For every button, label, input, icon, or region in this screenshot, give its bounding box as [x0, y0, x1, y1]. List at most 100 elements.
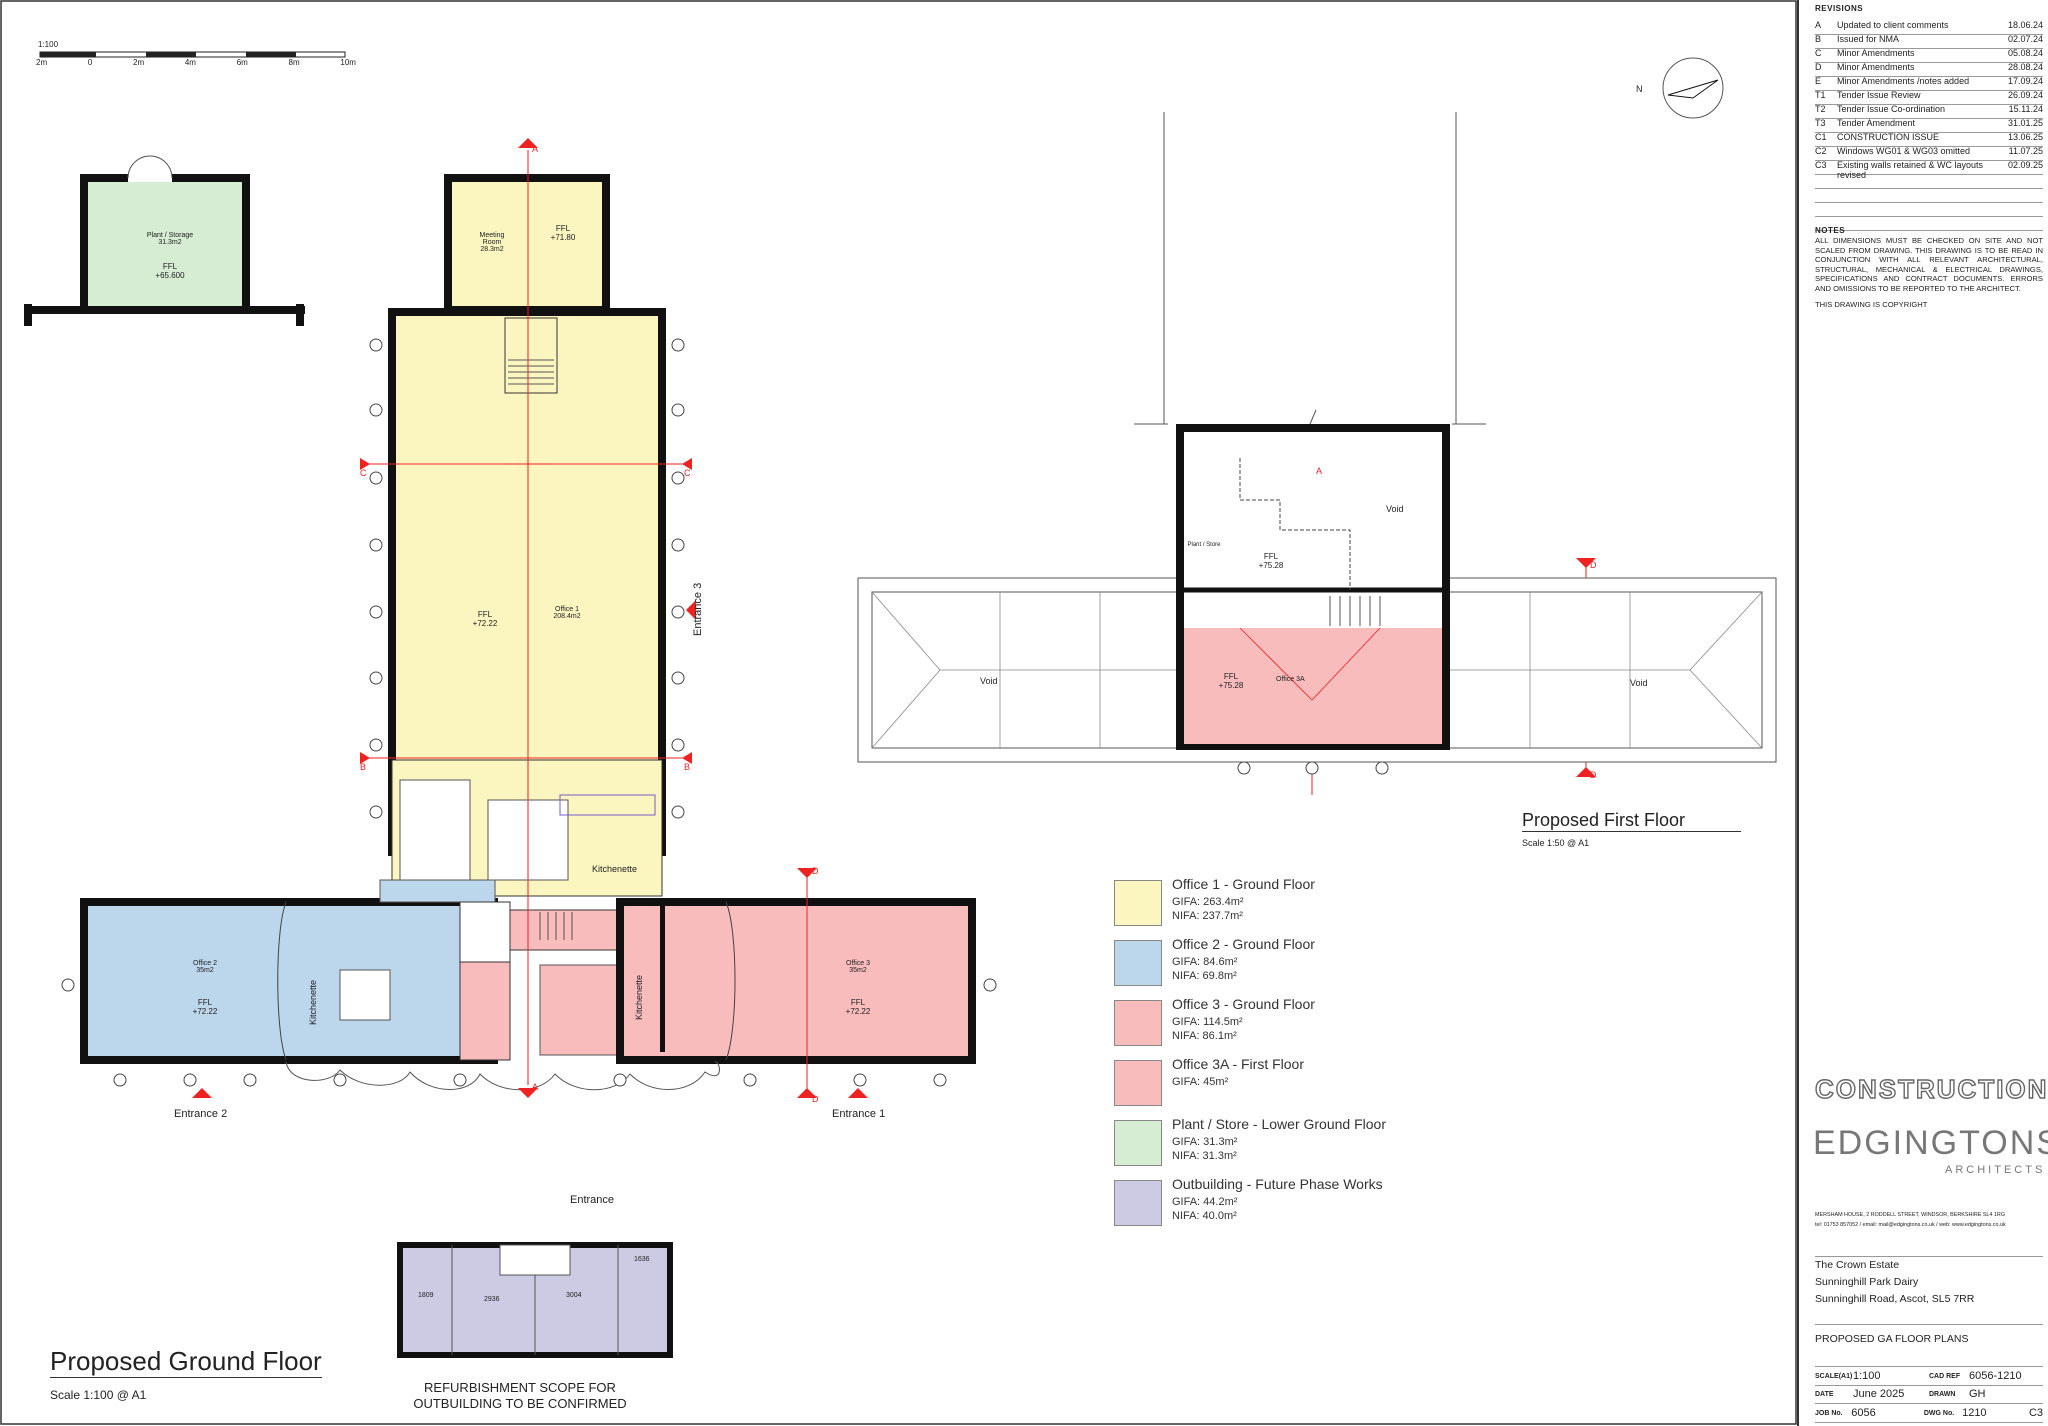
legend-swatch [1114, 1000, 1162, 1046]
revision-code: T1 [1815, 90, 1826, 100]
revision-date: 02.07.24 [2007, 34, 2043, 44]
revision-code: C1 [1815, 132, 1827, 142]
ffl-value: +72.22 [192, 1007, 218, 1016]
legend-swatch [1114, 880, 1162, 926]
ffl-label: FFL [477, 610, 493, 619]
meta-key: SCALE(A1) [1815, 1372, 1853, 1380]
meeting-ffl: FFL +71.80 [548, 224, 578, 242]
meta-key: DRAWN [1929, 1390, 1956, 1398]
revision-desc: Minor Amendments [1837, 48, 1915, 58]
revision-code: T3 [1815, 118, 1826, 128]
meta-value: June 2025 [1853, 1388, 1905, 1400]
legend-item: Office 3 - Ground Floor GIFA: 114.5m² NI… [1114, 996, 1454, 1046]
revision-date: 11.07.25 [2008, 146, 2043, 156]
section-a-bottom: A [532, 1082, 539, 1092]
room-area: 31.3m2 [158, 239, 182, 246]
meta-value: 6056-1210 [1969, 1370, 2022, 1382]
revision-row-empty [1815, 216, 2043, 231]
ffl-label: FFL [850, 998, 866, 1007]
office3-label: Office 3 35m2 [843, 960, 873, 974]
office2-label: Office 2 35m2 [190, 960, 220, 974]
meeting-room-label: Meeting Room 28.3m2 [470, 232, 514, 253]
section-c-right: C [684, 468, 691, 478]
void-left-label: Void [980, 676, 998, 686]
revision-code: E [1815, 76, 1822, 86]
revision-desc: Windows WG01 & WG03 omitted [1837, 146, 1971, 156]
tick: 8m [288, 58, 300, 67]
revision-date: 15.11.24 [2008, 104, 2043, 114]
revision-desc: Existing walls retained & WC layouts rev… [1837, 160, 1984, 180]
meta-key: CAD REF [1929, 1372, 1961, 1380]
revision-date: 28.08.24 [2007, 62, 2043, 72]
office-2-plan [80, 879, 498, 1064]
ffl-label: FFL [1263, 552, 1279, 561]
section-d-top: D [812, 866, 819, 876]
ground-floor-scale: Scale 1:100 @ A1 [50, 1388, 147, 1402]
revision-desc: Minor Amendments [1837, 62, 1915, 72]
legend-item: Office 1 - Ground Floor GIFA: 263.4m² NI… [1114, 876, 1454, 926]
ffl-label: FFL [1223, 672, 1239, 681]
firm-address: MERSHAM HOUSE, 2 RODDELL STREET, WINDSOR… [1815, 1212, 2006, 1218]
legend-nifa: NIFA: 69.8m² [1172, 970, 1237, 982]
office3-ffl: FFL +72.22 [843, 998, 873, 1016]
office-1-plan [388, 308, 666, 897]
section-a-top: A [532, 144, 539, 154]
ground-floor-title: Proposed Ground Floor [50, 1346, 322, 1378]
client-name: The Crown Estate [1815, 1259, 1900, 1271]
entrance-3-label: Entrance 3 [692, 582, 704, 636]
legend-title: Outbuilding - Future Phase Works [1172, 1176, 1383, 1192]
office-3-plan [616, 898, 976, 1064]
first-floor-title: Proposed First Floor [1522, 810, 1742, 832]
legend-gifa: GIFA: 263.4m² [1172, 896, 1244, 908]
store-label: Plant / Store [1187, 542, 1221, 548]
office1-label: Office 1 208.4m2 [552, 606, 582, 620]
ffl-label: FFL [162, 262, 178, 271]
revision-date: 13.06.25 [2007, 132, 2043, 142]
status-stamp: CONSTRUCTION [1814, 1073, 2048, 1104]
drawing-title: PROPOSED GA FLOOR PLANS [1815, 1324, 2043, 1345]
section-c-left: C [360, 468, 367, 478]
meta-row-scale: SCALE(A1) 1:100 CAD REF 6056-1210 [1815, 1366, 2043, 1386]
tick: 6m [236, 58, 248, 67]
revision-value: C3 [2028, 1407, 2043, 1419]
ffl-value: +65.600 [155, 271, 185, 280]
legend-swatch [1114, 940, 1162, 986]
section-b-left: B [360, 762, 367, 772]
entrance-1-label: Entrance 1 [832, 1108, 886, 1120]
revision-row: C3 Existing walls retained & WC layouts r… [1815, 160, 2043, 180]
legend-item: Office 3A - First Floor GIFA: 45m² [1114, 1056, 1454, 1106]
plant-room-label: Plant / Storage 31.3m2 [145, 232, 195, 246]
revision-desc: Issued for NMA [1837, 34, 1900, 44]
legend-nifa: NIFA: 86.1m² [1172, 1030, 1237, 1042]
ffl-value: +72.22 [845, 1007, 871, 1016]
outbuilding-dim: 2936 [484, 1296, 500, 1303]
room-area: 28.3m2 [480, 246, 504, 253]
legend-title: Office 3 - Ground Floor [1172, 996, 1315, 1012]
meta-value: 6056 [1851, 1407, 1876, 1419]
outbuilding-note: REFURBISHMENT SCOPE FOR OUTBUILDING TO B… [400, 1380, 640, 1412]
project-info: The Crown Estate Sunninghill Park Dairy … [1815, 1256, 2043, 1308]
legend-gifa: GIFA: 84.6m² [1172, 956, 1238, 968]
revision-desc: CONSTRUCTION ISSUE [1837, 132, 1940, 142]
revision-code: C3 [1815, 160, 1827, 170]
office3a-label: Office 3A [1276, 676, 1305, 683]
office3a-ffl: FFL +75.28 [1216, 672, 1246, 690]
room-name: Plant / Storage [146, 232, 194, 239]
ffl-value: +75.28 [1258, 561, 1284, 570]
revision-date: 17.09.24 [2007, 76, 2043, 86]
revision-row-empty [1815, 202, 2043, 217]
kitchenette-label-3: Kitchenette [634, 974, 644, 1020]
legend-swatch [1114, 1180, 1162, 1226]
revision-row: C1 CONSTRUCTION ISSUE 13.06.25 [1815, 132, 2043, 147]
revision-code: C [1815, 48, 1822, 58]
outbuilding-dim: 1809 [418, 1292, 434, 1299]
section-b-right: B [684, 762, 691, 772]
